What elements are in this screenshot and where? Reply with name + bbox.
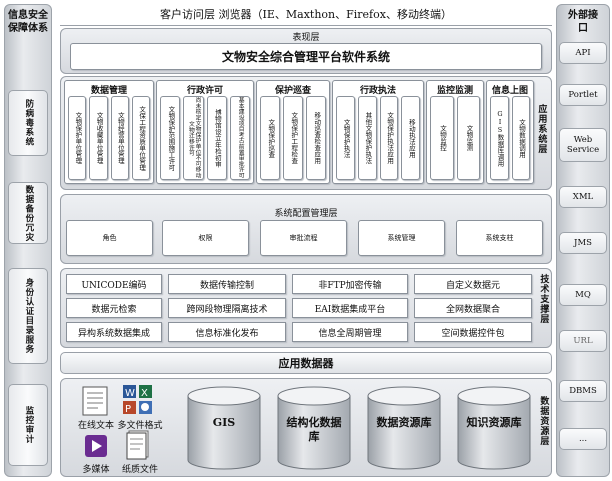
presentation-title: 表现层 — [292, 33, 320, 43]
app-item: 基本建设项目考古前置审批许可 — [229, 96, 250, 180]
support-item: 数据传输控制 — [168, 274, 286, 294]
audit-item: 监控审计 — [8, 384, 48, 466]
app-group-title: 保护巡查 — [274, 86, 311, 96]
database-cylinder: 知识资源库 — [456, 386, 532, 470]
security-column-title: 信息安全保障体系 — [8, 10, 48, 34]
app-group-title: 行政许可 — [186, 86, 223, 96]
multimedia-label: 多媒体 — [82, 465, 110, 475]
interface-column-title: 外部接口 — [568, 10, 598, 34]
app-group-title: 数据管理 — [90, 86, 127, 96]
config-system-mgmt: 系统管理 — [358, 220, 445, 256]
support-item: 跨网段物理隔离技术 — [168, 298, 286, 318]
mq-item: MQ — [559, 284, 607, 306]
database-label: 知识资源库 — [466, 416, 522, 429]
app-item: 文物保护执法应用 — [379, 96, 399, 180]
api-item: API — [559, 42, 607, 64]
app-group-title: 行政执法 — [359, 86, 396, 96]
svg-text:P: P — [125, 404, 131, 415]
database-cylinder: GIS — [186, 386, 262, 470]
support-item: UNICODE编码 — [66, 274, 162, 294]
portlet-item: Portlet — [559, 84, 607, 106]
app-item: 文保工程资质单位管理 — [131, 96, 150, 180]
config-approval: 审批流程 — [260, 220, 347, 256]
support-item: 信息全周期管理 — [292, 322, 408, 342]
app-item: 文物保护范围施工许可 — [160, 96, 181, 180]
app-item: GIS数据库调用 — [490, 96, 509, 180]
svg-text:X: X — [141, 388, 148, 399]
support-item: EAI数据集成平台 — [292, 298, 408, 318]
multimedia-icon — [84, 434, 108, 458]
support-item: 自定义数据元 — [414, 274, 532, 294]
multi-format-label: 多文件格式 — [117, 421, 163, 431]
support-label: 技术支撑层 — [538, 274, 549, 324]
more-item: ... — [559, 428, 607, 450]
client-access-layer: 客户访问层 浏览器（IE、Maxthon、Firefox、移动终端） — [60, 4, 552, 26]
antivirus-item: 防病毒系统 — [8, 90, 48, 156]
database-label: 数据资源库 — [376, 416, 432, 429]
jms-item: JMS — [559, 232, 607, 254]
url-item: URL — [559, 330, 607, 352]
app-item: 文物保护执法 — [336, 96, 355, 180]
paper-file-label: 纸质文件 — [121, 465, 158, 475]
webservice-item: Web Service — [559, 128, 607, 162]
config-system-support: 系统支柱 — [456, 220, 543, 256]
config-title: 系统配置管理层 — [274, 209, 338, 219]
app-group-title: 信息上图 — [491, 86, 528, 96]
app-item: 文物收藏单位管理 — [89, 96, 108, 180]
app-item: 移动执法应用 — [401, 96, 420, 180]
app-group-title: 监控监测 — [436, 86, 473, 96]
resource-label: 数据资源层 — [538, 396, 549, 446]
app-item: 文物保护工程检查 — [283, 96, 303, 180]
app-system-label: 应用系统层 — [536, 104, 547, 154]
support-item: 全网数据聚合 — [414, 298, 532, 318]
support-item: 信息标准化发布 — [168, 322, 286, 342]
online-text-icon — [82, 386, 108, 416]
support-item: 数据元检索 — [66, 298, 162, 318]
app-item: 文物经营单位管理 — [110, 96, 129, 180]
app-item: 文物保护巡查 — [260, 96, 280, 180]
xml-item: XML — [559, 186, 607, 208]
app-item: 文物数据调用 — [511, 96, 530, 180]
dbms-item: DBMS — [559, 380, 607, 402]
paper-file-icon — [126, 430, 150, 460]
database-cylinder: 数据资源库 — [366, 386, 442, 470]
support-item: 空间数据控件包 — [414, 322, 532, 342]
svg-text:W: W — [125, 388, 135, 399]
app-item: 文物保护单位管理 — [68, 96, 87, 180]
app-item: 文物监控 — [430, 96, 454, 180]
identity-item: 身份认证目录服务 — [8, 268, 48, 364]
app-item: 移动巡查检查应用 — [306, 96, 326, 180]
online-text-label: 在线文本 — [77, 421, 114, 431]
app-item: 其他文物保护执法 — [357, 96, 377, 180]
database-cylinder: 结构化数据库 — [276, 386, 352, 470]
support-item: 非FTP加密传输 — [292, 274, 408, 294]
backup-item: 数据备份冗灾 — [8, 182, 48, 244]
support-item: 异构系统数据集成 — [66, 322, 162, 342]
config-permission: 权限 — [162, 220, 249, 256]
database-label: 结构化数据库 — [286, 416, 342, 443]
platform-box: 文物安全综合管理平台软件系统 — [70, 43, 542, 70]
app-item: 尚未核定文物保护单位不可移动文物迁移许可 — [183, 96, 204, 180]
app-item: 博物馆设立年检初审 — [206, 96, 227, 180]
app-item: 文物监测 — [456, 96, 480, 180]
database-label: GIS — [212, 416, 236, 429]
config-role: 角色 — [66, 220, 153, 256]
app-data-bar: 应用数据器 — [60, 352, 552, 374]
